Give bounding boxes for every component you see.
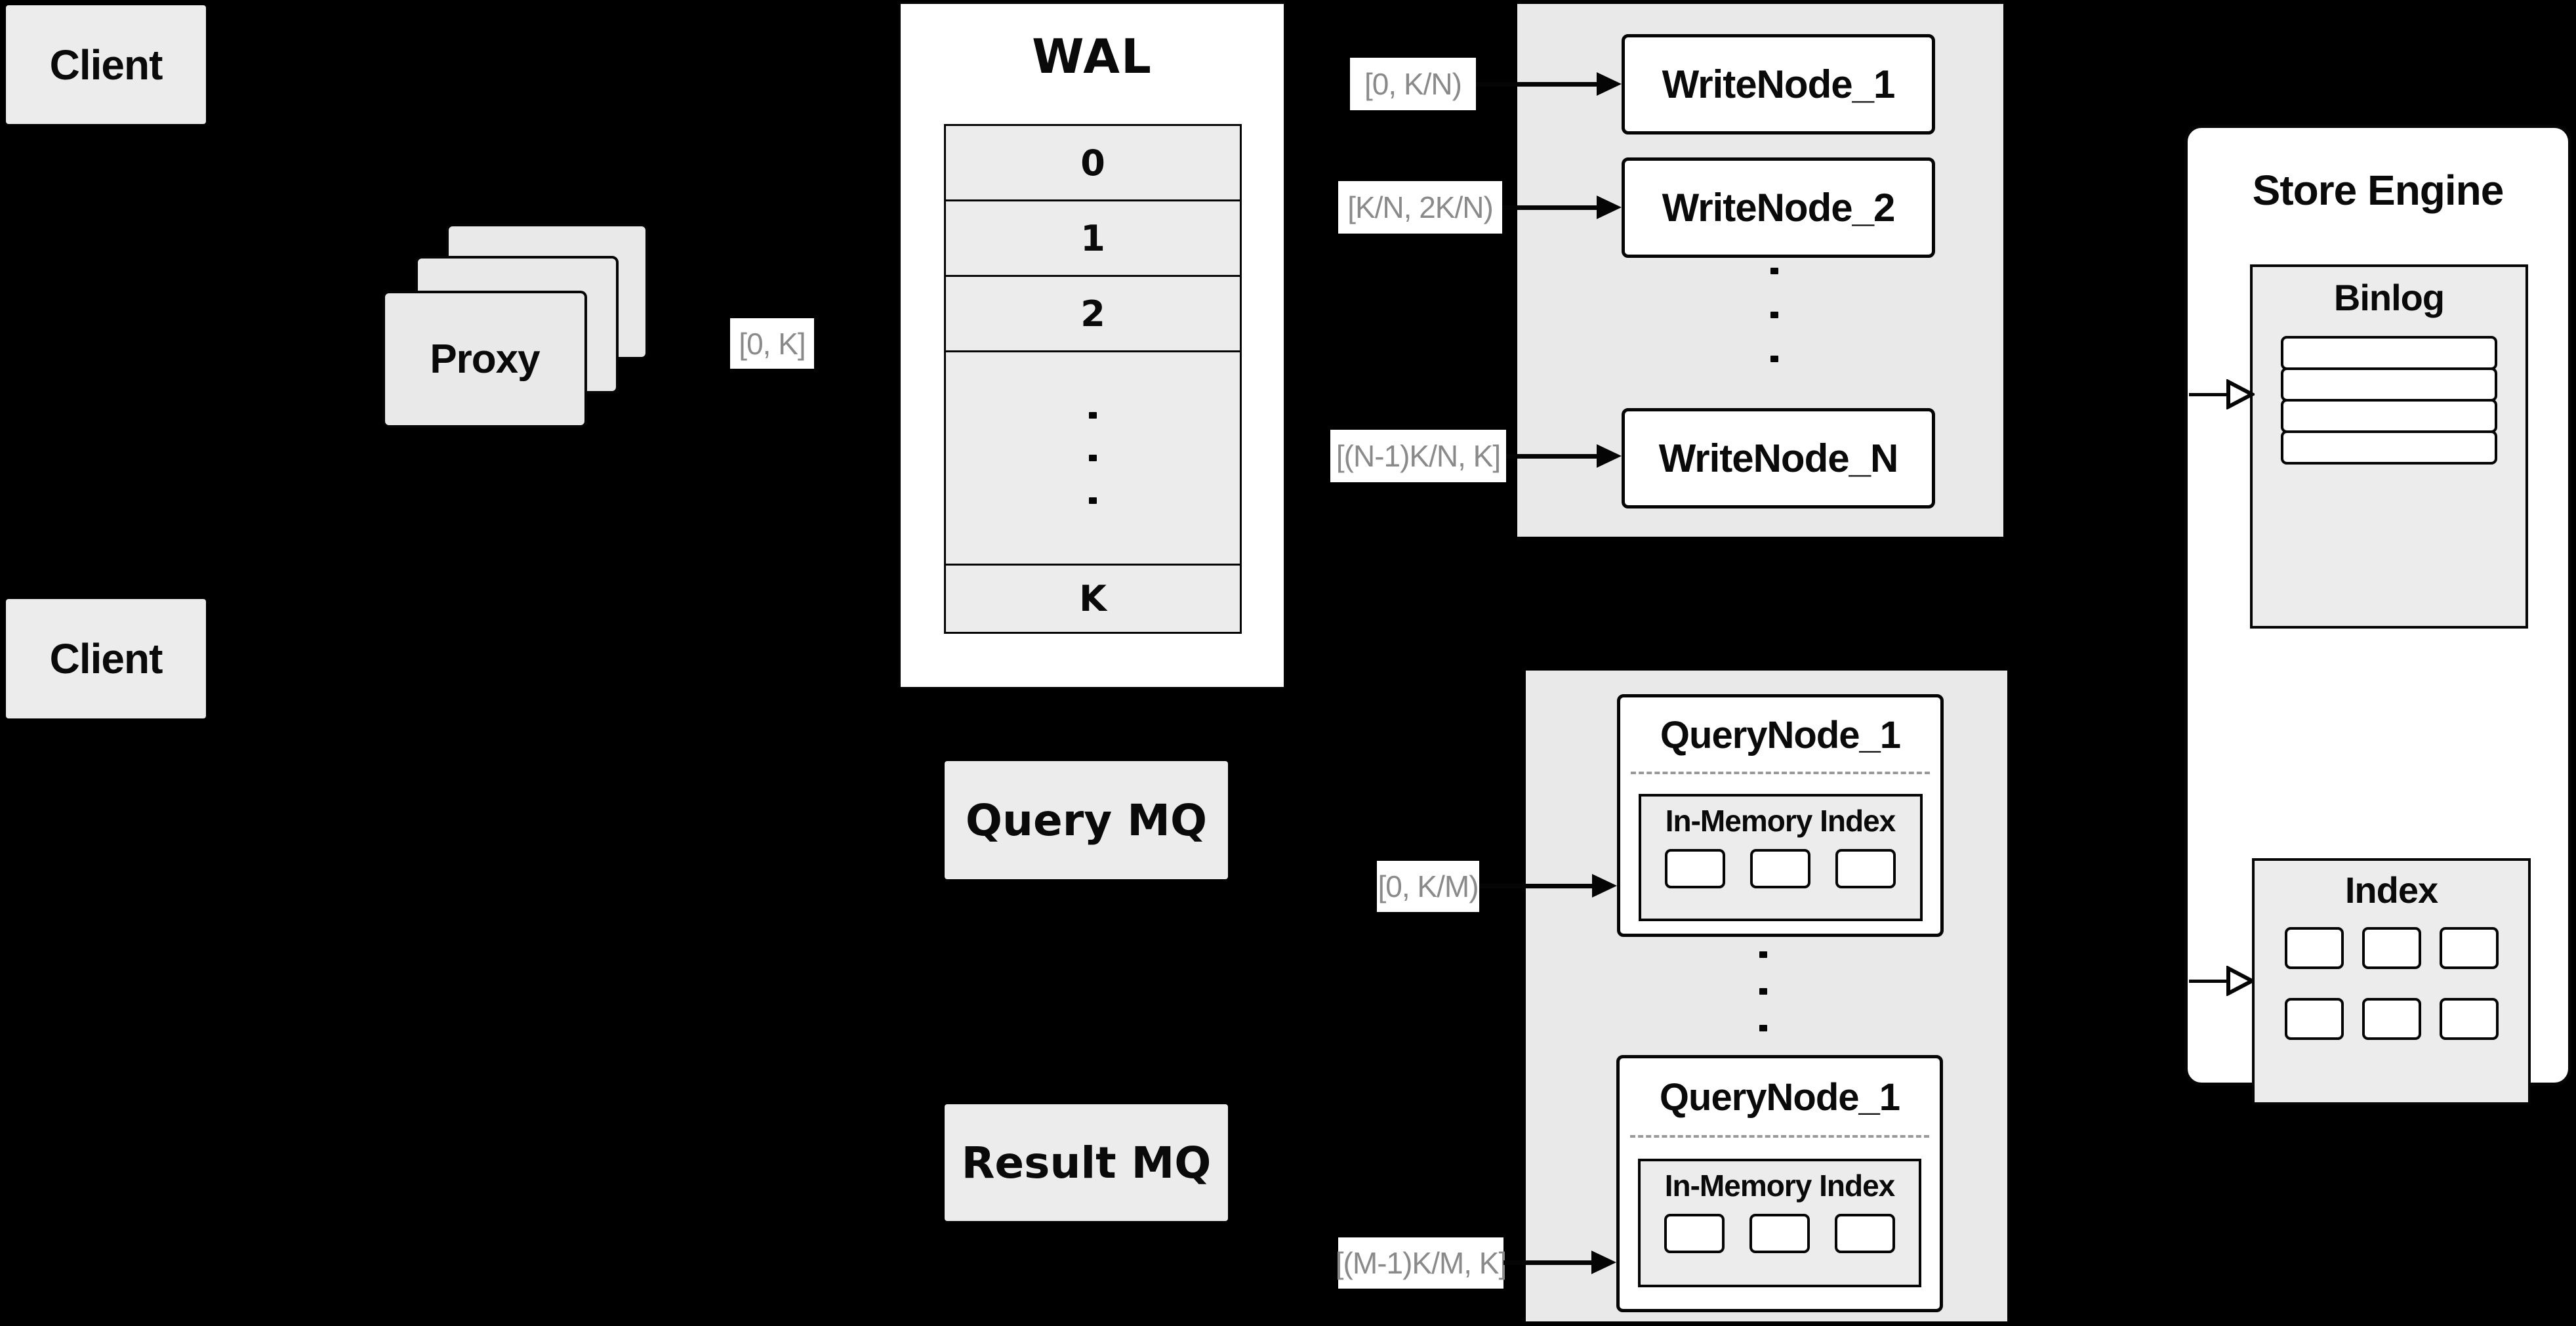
arrow-head-icon	[1591, 1251, 1616, 1274]
range-label-query-m: [(M-1)K/M, K]	[1336, 1237, 1507, 1289]
query-mq-box: Query MQ	[945, 761, 1228, 879]
result-mq-box: Result MQ	[945, 1104, 1228, 1221]
arrow-shaft	[1479, 884, 1593, 888]
client-bottom-label: Client	[49, 635, 163, 682]
wal-segment-k: K	[944, 564, 1242, 634]
store-engine-title: Store Engine	[2252, 167, 2504, 214]
query-node-2-title-row: QueryNode_1	[1620, 1075, 1940, 1119]
in-memory-index-1-label: In-Memory Index	[1665, 804, 1896, 838]
write-node-n-box: WriteNode_N	[1622, 408, 1935, 508]
segment-chips-row	[1641, 1214, 1919, 1253]
write-node-n-label: WriteNode_N	[1658, 436, 1899, 480]
binlog-row	[2281, 430, 2497, 465]
range-label-write-1: [0, K/N)	[1350, 58, 1476, 110]
binlog-box: Binlog	[2250, 264, 2528, 629]
dot	[1089, 455, 1097, 461]
query-node-2-box: QueryNode_1 In-Memory Index	[1616, 1055, 1943, 1312]
in-memory-index-1-box: In-Memory Index	[1638, 794, 1923, 921]
range-label-write-n: [(N-1)K/N, K]	[1330, 430, 1506, 482]
query-node-1-title-row: QueryNode_1	[1620, 713, 1940, 757]
segment-chip	[1749, 1214, 1810, 1253]
arrow-head-icon	[1597, 196, 1622, 219]
arrow-head-icon	[1597, 444, 1622, 468]
index-cells-row-2	[2255, 998, 2528, 1040]
proxy-label: Proxy	[430, 337, 540, 382]
binlog-row	[2281, 399, 2497, 433]
binlog-row	[2281, 336, 2497, 370]
query-node-2-title: QueryNode_1	[1659, 1076, 1900, 1119]
query-group-ellipsis-dots	[1759, 951, 1767, 1031]
index-cell	[2439, 927, 2499, 969]
write-node-1-box: WriteNode_1	[1622, 34, 1935, 135]
query-mq-label: Query MQ	[965, 795, 1208, 846]
write-node-1-label: WriteNode_1	[1662, 62, 1896, 106]
segment-chip	[1664, 1214, 1725, 1253]
wal-box: WAL 0 1 2 K	[899, 2, 1286, 689]
range-label-proxy-wal: [0, K]	[730, 318, 814, 369]
segment-chip	[1835, 1214, 1895, 1253]
arrow-head-icon	[1592, 874, 1617, 898]
range-label-write-2: [K/N, 2K/N)	[1338, 181, 1502, 234]
arrow-shaft	[1506, 454, 1598, 459]
open-arrow-head-icon	[2226, 966, 2255, 996]
open-arrow-head-icon	[2226, 379, 2255, 409]
proxy-card-front: Proxy	[382, 291, 587, 428]
store-engine-box: Store Engine Binlog Index	[2184, 125, 2571, 1105]
arrow-shaft	[1476, 82, 1598, 87]
in-memory-index-2-box: In-Memory Index	[1638, 1159, 1921, 1287]
index-cell	[2284, 927, 2344, 969]
dot	[1089, 412, 1097, 419]
index-cell	[2439, 998, 2499, 1040]
dot	[1770, 312, 1778, 318]
arrow-shaft	[1502, 205, 1598, 210]
ellipsis-dots-vertical	[1089, 412, 1097, 504]
wal-title: WAL	[1032, 29, 1153, 84]
arrow-shaft	[1503, 1260, 1593, 1265]
arrow-head-icon	[1597, 72, 1622, 96]
write-group-ellipsis-dots	[1770, 268, 1778, 362]
dashed-separator	[1631, 772, 1930, 774]
result-mq-label: Result MQ	[961, 1137, 1212, 1188]
segment-chip	[1750, 849, 1810, 888]
client-bottom-box: Client	[6, 599, 206, 718]
segment-chips-row	[1641, 849, 1920, 888]
binlog-title: Binlog	[2333, 277, 2445, 318]
range-label-query-1: [0, K/M)	[1377, 861, 1479, 912]
write-node-2-box: WriteNode_2	[1622, 157, 1935, 258]
segment-chip	[1665, 849, 1725, 888]
index-cell	[2284, 998, 2344, 1040]
index-box: Index	[2252, 858, 2531, 1105]
index-title: Index	[2344, 869, 2438, 911]
binlog-rows	[2281, 336, 2497, 465]
wal-segment-2: 2	[944, 275, 1242, 352]
index-cell	[2361, 998, 2421, 1040]
arrow-shaft	[2189, 393, 2228, 396]
dot	[1759, 988, 1767, 995]
segment-chip	[1835, 849, 1896, 888]
wal-segment-0: 0	[944, 124, 1242, 201]
index-cell	[2361, 927, 2421, 969]
wal-segment-ellipsis	[944, 350, 1242, 566]
arrow-shaft	[2189, 980, 2228, 983]
write-node-2-label: WriteNode_2	[1662, 186, 1896, 230]
client-top-box: Client	[6, 5, 206, 124]
dot	[1759, 951, 1767, 958]
wal-segment-1: 1	[944, 199, 1242, 277]
dashed-separator	[1630, 1135, 1929, 1138]
binlog-row	[2281, 367, 2497, 402]
query-node-1-title: QueryNode_1	[1660, 714, 1901, 756]
in-memory-index-2-label: In-Memory Index	[1664, 1169, 1896, 1203]
client-top-label: Client	[49, 41, 163, 89]
dot	[1770, 268, 1778, 274]
wal-segment-table: 0 1 2 K	[944, 124, 1242, 634]
index-cells-row-1	[2255, 927, 2528, 969]
dot	[1759, 1025, 1767, 1031]
dot	[1770, 356, 1778, 362]
query-node-1-box: QueryNode_1 In-Memory Index	[1617, 694, 1944, 937]
dot	[1089, 497, 1097, 504]
